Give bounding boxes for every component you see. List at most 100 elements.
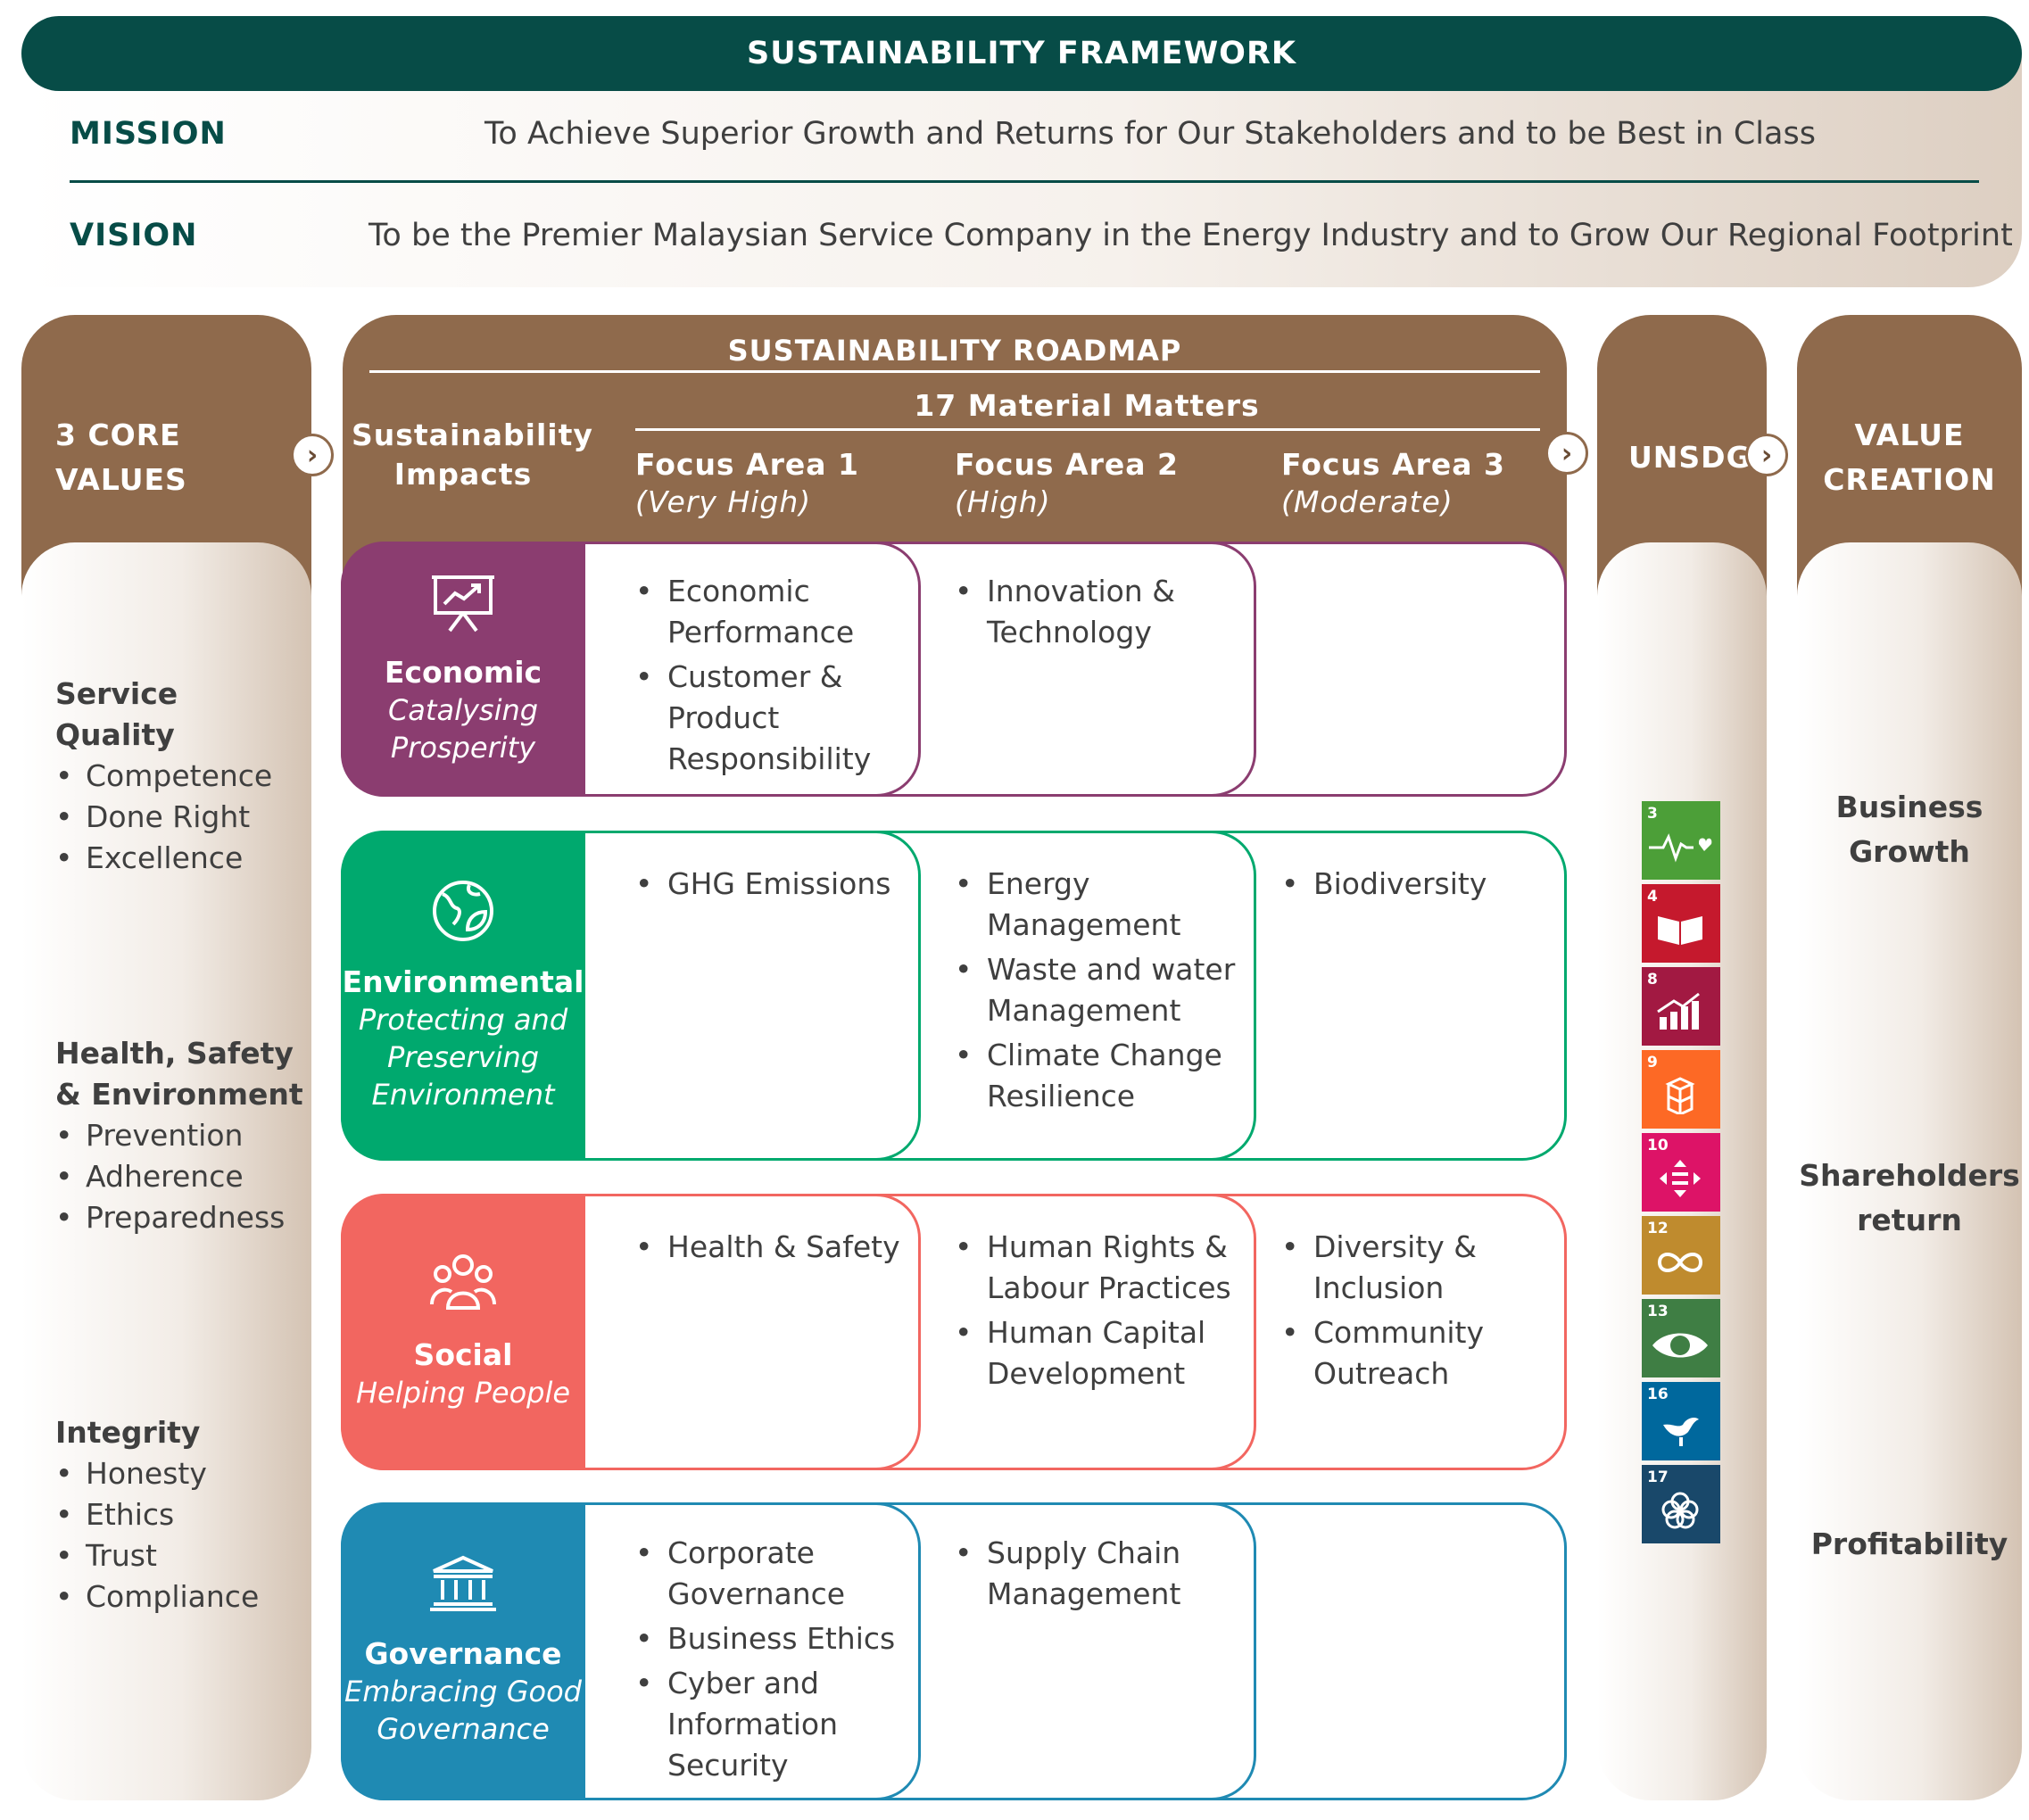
value-item-profitability: Profitability [1797, 1522, 2022, 1567]
list-item: Business Ethics [635, 1618, 903, 1659]
list-item: Done Right [55, 797, 305, 838]
core-value-group: Integrity Honesty Ethics Trust Complianc… [55, 1412, 305, 1617]
value-creation-header-line2: CREATION [1823, 462, 1996, 497]
value-item-line: Shareholders [1799, 1158, 2020, 1193]
core-value-title: & Environment [55, 1077, 303, 1112]
value-item-line: return [1857, 1203, 1962, 1237]
globe-leaf-icon [433, 881, 493, 941]
impact-title: Social [413, 1337, 513, 1372]
focus-area-name: Focus Area 2 [955, 447, 1179, 482]
list-item: Biodiversity [1281, 864, 1549, 905]
people-group-icon [430, 1254, 496, 1310]
list-item: Trust [55, 1535, 305, 1576]
governance-fa1-list: Corporate Governance Business Ethics Cyb… [635, 1533, 903, 1790]
governance-impact-block: Governance Embracing Good Governance [341, 1502, 585, 1800]
framework-title: SUSTAINABILITY FRAMEWORK [21, 16, 2022, 91]
core-value-list: Prevention Adherence Preparedness [55, 1115, 305, 1238]
impact-subtitle: Protecting and [358, 1003, 568, 1037]
sdg-8-icon: 8 [1642, 967, 1720, 1046]
sdg-number: 8 [1647, 971, 1658, 989]
list-item: Human Capital Development [955, 1312, 1240, 1394]
core-value-title: Health, Safety [55, 1036, 294, 1071]
value-item-line: Profitability [1810, 1526, 2008, 1561]
economic-impact-block: Economic Catalysing Prosperity [341, 542, 585, 797]
sdg-4-icon: 4 [1642, 884, 1720, 963]
unsdg-header: UNSDG [1628, 440, 1752, 475]
impact-subtitle: Prosperity [390, 731, 536, 765]
value-item-shareholders-return: Shareholders return [1797, 1154, 2022, 1243]
eye-globe-icon [1652, 1333, 1708, 1358]
economic-fa2-list: Innovation & Technology [955, 571, 1222, 657]
presentation-chart-icon [432, 575, 494, 633]
impact-subtitle: Helping People [355, 1376, 571, 1410]
focus-area-name: Focus Area 1 [635, 447, 859, 482]
environmental-impact-block: Environmental Protecting and Preserving … [341, 831, 585, 1161]
list-item: Compliance [55, 1576, 305, 1617]
economic-fa1-list: Economic Performance Customer & Product … [635, 571, 903, 783]
cubes-icon [1665, 1077, 1695, 1114]
core-value-list: Honesty Ethics Trust Compliance [55, 1453, 305, 1617]
impact-title: Environmental [342, 964, 584, 999]
focus-area-level: (Very High) [635, 484, 812, 519]
mission-vision-panel [21, 54, 2022, 287]
core-values-header: 3 CORE VALUES [55, 413, 187, 502]
environmental-fa3-list: Biodiversity [1281, 864, 1549, 908]
core-value-title: Integrity [55, 1415, 201, 1450]
list-item: Honesty [55, 1453, 305, 1494]
mission-label: MISSION [70, 116, 227, 152]
institution-building-icon [430, 1555, 496, 1611]
sdg-16-icon: 16 [1642, 1382, 1720, 1460]
focus-area-2-header: Focus Area 2 (High) [955, 446, 1179, 521]
list-item: Human Rights & Labour Practices [955, 1227, 1240, 1309]
core-value-title: Service Quality [55, 676, 178, 752]
value-item-line: Growth [1849, 834, 1970, 869]
social-fa3-list: Diversity & Inclusion Community Outreach [1281, 1227, 1549, 1398]
sdg-number: 10 [1647, 1137, 1669, 1154]
list-item: Health & Safety [635, 1227, 903, 1268]
environmental-fa2-list: Energy Management Waste and water Manage… [955, 864, 1240, 1121]
impact-subtitle: Environment [371, 1078, 555, 1112]
sdg-icon-stack: 3 4 8 9 10 [1642, 801, 1720, 1543]
sdg-number: 3 [1647, 805, 1658, 823]
mission-vision-divider [70, 180, 1979, 183]
value-creation-header-line1: VALUE [1854, 418, 1965, 452]
chevron-right-icon: › [291, 434, 334, 476]
value-item-business-growth: Business Growth [1797, 785, 2022, 874]
sdg-10-icon: 10 [1642, 1133, 1720, 1212]
list-item: Competence [55, 756, 305, 797]
impact-subtitle: Embracing Good [344, 1675, 582, 1708]
list-item: Adherence [55, 1156, 305, 1197]
value-item-line: Business [1835, 790, 1983, 824]
list-item: Customer & Product Responsibility [635, 657, 903, 780]
focus-area-level: (Moderate) [1281, 484, 1453, 519]
sdg-number: 13 [1647, 1303, 1669, 1320]
list-item: Prevention [55, 1115, 305, 1156]
impact-subtitle: Catalysing [387, 693, 539, 727]
heartbeat-icon [1649, 833, 1712, 863]
sdg-number: 17 [1647, 1468, 1669, 1486]
list-item: Community Outreach [1281, 1312, 1549, 1394]
list-item: Ethics [55, 1494, 305, 1535]
sdg-12-icon: 12 [1642, 1216, 1720, 1295]
impact-subtitle: Preserving [386, 1040, 540, 1074]
roadmap-title: SUSTAINABILITY ROADMAP [727, 334, 1182, 368]
sdg-number: 9 [1647, 1054, 1658, 1071]
dove-icon [1663, 1418, 1699, 1446]
vision-label: VISION [70, 218, 198, 253]
social-fa2-list: Human Rights & Labour Practices Human Ca… [955, 1227, 1240, 1398]
focus-area-3-header: Focus Area 3 (Moderate) [1281, 446, 1505, 521]
sdg-13-icon: 13 [1642, 1299, 1720, 1377]
growth-chart-icon [1657, 992, 1700, 1030]
impacts-line1: Sustainability [352, 418, 593, 452]
sdg-number: 16 [1647, 1386, 1669, 1403]
governance-fa2-list: Supply Chain Management [955, 1533, 1222, 1618]
list-item: Energy Management [955, 864, 1240, 946]
list-item: Diversity & Inclusion [1281, 1227, 1549, 1309]
chevron-right-icon: › [1545, 432, 1588, 475]
sdg-9-icon: 9 [1642, 1050, 1720, 1129]
list-item: Economic Performance [635, 571, 903, 653]
book-icon [1658, 916, 1702, 945]
list-item: Preparedness [55, 1197, 305, 1238]
sdg-number: 12 [1647, 1220, 1669, 1237]
list-item: Excellence [55, 838, 305, 879]
